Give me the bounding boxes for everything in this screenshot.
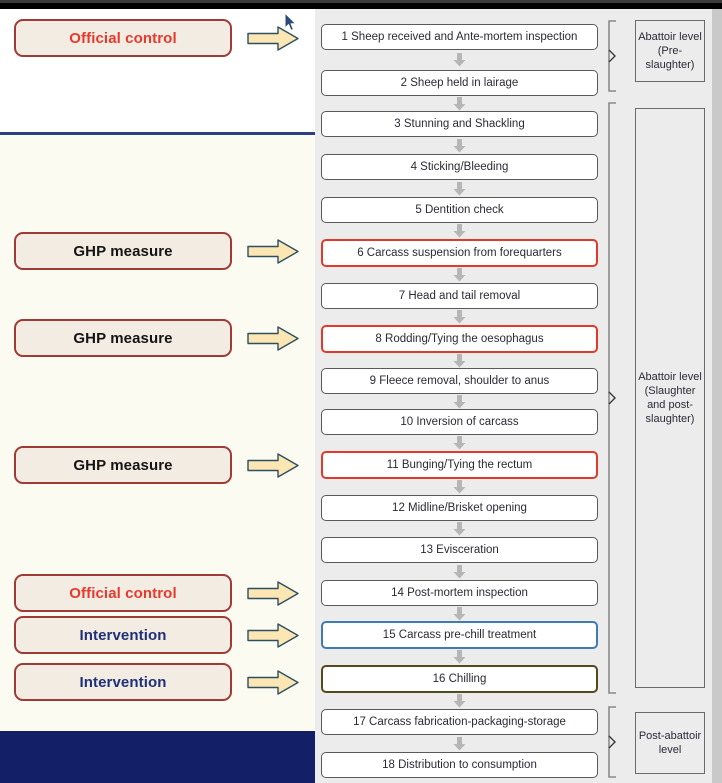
level-label-text: Abattoir level (Slaughter and post-slaug… [638, 371, 702, 425]
process-step-14[interactable]: 14 Post-mortem inspection [321, 580, 598, 606]
legend-pill-label: Official control [69, 584, 177, 602]
legend-pill-label: Official control [69, 29, 177, 47]
process-step-label: 13 Evisceration [420, 544, 499, 556]
down-arrow-icon-4 [453, 181, 466, 196]
level-label-box-2: Post-abattoir level [635, 712, 705, 774]
down-arrow-icon-17 [453, 736, 466, 751]
legend-pill-ghp-3[interactable]: GHP measure [14, 446, 232, 484]
fat-right-arrow-icon-5 [247, 622, 300, 649]
level-brace-1 [607, 102, 624, 694]
process-step-label: 4 Sticking/Bleeding [410, 161, 509, 173]
process-step-label: 14 Post-mortem inspection [391, 587, 528, 599]
legend-pill-label: GHP measure [73, 456, 173, 474]
process-step-10[interactable]: 10 Inversion of carcass [321, 409, 598, 435]
level-brace-2 [607, 706, 624, 778]
down-arrow-icon-16 [453, 694, 466, 708]
process-step-6[interactable]: 6 Carcass suspension from forequarters [321, 239, 598, 267]
process-step-13[interactable]: 13 Evisceration [321, 537, 598, 563]
top-black-bar [0, 0, 722, 9]
process-step-label: 10 Inversion of carcass [400, 416, 519, 428]
process-step-5[interactable]: 5 Dentition check [321, 197, 598, 223]
down-arrow-icon-12 [453, 522, 466, 536]
level-label-box-0: Abattoir level (Pre-slaughter) [635, 20, 705, 82]
process-step-label: 1 Sheep received and Ante-mortem inspect… [341, 31, 578, 43]
down-arrow-icon-6 [453, 268, 466, 282]
level-brace-0 [607, 20, 624, 92]
process-step-label: 17 Carcass fabrication-packaging-storage [353, 716, 566, 728]
down-arrow-icon-9 [453, 394, 466, 409]
process-step-label: 9 Fleece removal, shoulder to anus [369, 375, 550, 387]
legend-pill-label: GHP measure [73, 242, 173, 260]
legend-pill-interv-6[interactable]: Intervention [14, 663, 232, 701]
process-step-16[interactable]: 16 Chilling [321, 665, 598, 693]
left-panel-divider-line [0, 132, 315, 135]
fat-right-arrow-icon-3 [247, 452, 300, 479]
process-step-label: 7 Head and tail removal [398, 290, 521, 302]
level-label-text: Post-abattoir level [638, 730, 702, 756]
canvas-right-edge-strip [712, 9, 722, 783]
fat-right-arrow-icon-2 [247, 325, 300, 352]
legend-pill-label: Intervention [79, 626, 167, 644]
legend-pill-official-0[interactable]: Official control [14, 19, 232, 57]
process-step-label: 3 Stunning and Shackling [394, 118, 525, 130]
process-step-7[interactable]: 7 Head and tail removal [321, 283, 598, 309]
process-step-label: 8 Rodding/Tying the oesophagus [375, 333, 544, 345]
legend-pill-label: GHP measure [73, 329, 173, 347]
top-bar-highlight [0, 0, 722, 3]
process-step-4[interactable]: 4 Sticking/Bleeding [321, 154, 598, 180]
fat-right-arrow-icon-0 [247, 25, 300, 52]
process-step-label: 15 Carcass pre-chill treatment [382, 629, 537, 641]
down-arrow-icon-2 [453, 96, 466, 111]
down-arrow-icon-10 [453, 436, 466, 450]
legend-pill-official-4[interactable]: Official control [14, 574, 232, 612]
process-step-17[interactable]: 17 Carcass fabrication-packaging-storage [321, 709, 598, 735]
process-step-8[interactable]: 8 Rodding/Tying the oesophagus [321, 325, 598, 353]
legend-pill-ghp-2[interactable]: GHP measure [14, 319, 232, 357]
process-step-12[interactable]: 12 Midline/Brisket opening [321, 495, 598, 521]
process-step-2[interactable]: 2 Sheep held in lairage [321, 70, 598, 96]
down-arrow-icon-3 [453, 138, 466, 153]
process-step-11[interactable]: 11 Bunging/Tying the rectum [321, 451, 598, 479]
process-step-1[interactable]: 1 Sheep received and Ante-mortem inspect… [321, 24, 598, 50]
fat-right-arrow-icon-6 [247, 669, 300, 696]
down-arrow-icon-11 [453, 480, 466, 494]
down-arrow-icon-8 [453, 353, 466, 368]
process-step-18[interactable]: 18 Distribution to consumption [321, 752, 598, 778]
left-panel-navy-footer [0, 731, 315, 783]
process-step-label: 12 Midline/Brisket opening [392, 502, 527, 514]
process-step-label: 2 Sheep held in lairage [400, 77, 519, 89]
process-step-label: 18 Distribution to consumption [382, 759, 537, 771]
legend-pill-label: Intervention [79, 673, 167, 691]
fat-right-arrow-icon-1 [247, 238, 300, 265]
fat-right-arrow-icon-4 [247, 580, 300, 607]
process-step-label: 16 Chilling [432, 673, 487, 685]
process-step-15[interactable]: 15 Carcass pre-chill treatment [321, 621, 598, 649]
process-step-3[interactable]: 3 Stunning and Shackling [321, 111, 598, 137]
down-arrow-icon-5 [453, 224, 466, 238]
level-label-text: Abattoir level (Pre-slaughter) [638, 31, 702, 71]
process-step-label: 5 Dentition check [415, 204, 504, 216]
down-arrow-icon-7 [453, 310, 466, 324]
legend-pill-ghp-1[interactable]: GHP measure [14, 232, 232, 270]
down-arrow-icon-13 [453, 564, 466, 579]
down-arrow-icon-14 [453, 606, 466, 621]
process-step-9[interactable]: 9 Fleece removal, shoulder to anus [321, 368, 598, 394]
level-label-box-1: Abattoir level (Slaughter and post-slaug… [635, 108, 705, 688]
legend-pill-interv-5[interactable]: Intervention [14, 616, 232, 654]
process-step-label: 11 Bunging/Tying the rectum [386, 459, 533, 471]
down-arrow-icon-1 [453, 53, 466, 67]
process-step-label: 6 Carcass suspension from forequarters [357, 247, 562, 259]
down-arrow-icon-15 [453, 650, 466, 664]
